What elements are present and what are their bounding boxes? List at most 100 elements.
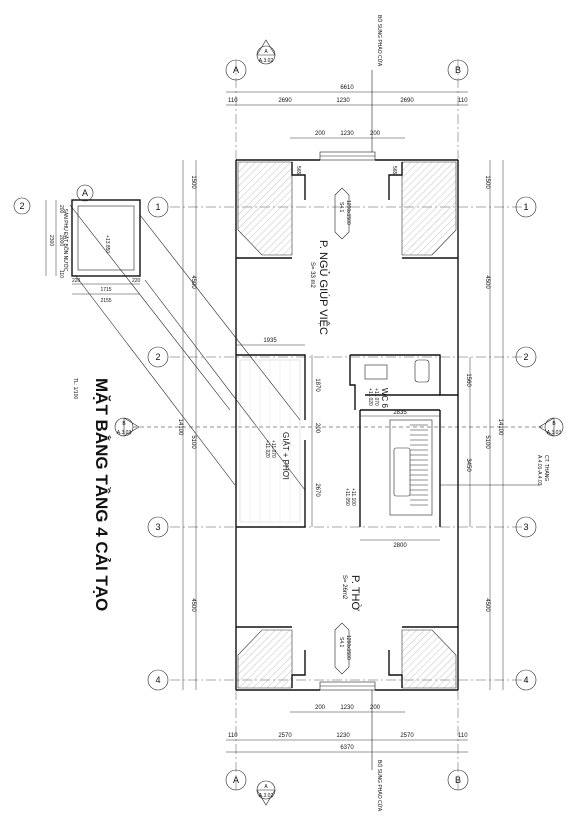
svg-text:1560: 1560	[465, 373, 471, 387]
svg-text:4: 4	[523, 675, 528, 685]
svg-text:200: 200	[58, 205, 64, 214]
svg-text:A: A	[82, 188, 88, 198]
grid-bubble-a-top: A	[225, 59, 247, 81]
svg-text:SÀN PHỤ ĐẶT BỒN NƯỚC: SÀN PHỤ ĐẶT BỒN NƯỚC	[62, 209, 69, 272]
grid-bubble-4-left: 4	[147, 669, 169, 691]
svg-text:2800: 2800	[393, 543, 407, 549]
svg-text:2: 2	[19, 201, 24, 211]
svg-text:2690: 2690	[400, 98, 414, 104]
svg-text:2155: 2155	[100, 298, 111, 304]
svg-text:2570: 2570	[278, 733, 292, 739]
svg-text:A.3.02: A.3.02	[259, 58, 274, 64]
svg-text:3: 3	[155, 522, 160, 532]
grid-bubble-a-bottom: A	[225, 769, 247, 791]
window-tag-top: S4.1 1200x1500	[334, 187, 351, 240]
svg-text:A.3.02: A.3.02	[259, 793, 274, 799]
svg-text:2835: 2835	[393, 410, 407, 416]
svg-text:1870: 1870	[314, 378, 320, 392]
room-maid: P. NGỦ GIÚP VIỆC S= 33 m2	[309, 240, 330, 335]
svg-text:14100: 14100	[177, 419, 183, 436]
svg-text:1230: 1230	[340, 705, 354, 711]
svg-text:200: 200	[315, 131, 326, 137]
svg-text:+11.020: +11.020	[264, 440, 270, 458]
svg-text:A: A	[264, 784, 268, 790]
svg-text:6370: 6370	[340, 745, 354, 751]
svg-text:+11.070: +11.070	[373, 388, 379, 406]
dimensions-bottom: 200 1230 200 110 2570 1230 2570 110 6370…	[226, 690, 468, 812]
section-marker-a-top: A A.3.02	[256, 39, 276, 65]
svg-text:200: 200	[370, 131, 381, 137]
room-laundry: GIẶT + PHƠI +11.070 +11.020	[264, 432, 290, 480]
svg-text:+11.020: +11.020	[367, 388, 373, 406]
grid-bubble-b-bottom: B	[447, 769, 469, 791]
grid-bubble-3-right: 3	[515, 516, 537, 538]
svg-text:1500: 1500	[484, 175, 490, 189]
grid-bubble-b-top: B	[447, 59, 469, 81]
grid-lines	[170, 60, 530, 790]
grid-bubble-4-right: 4	[515, 669, 537, 691]
outer-walls	[235, 159, 459, 691]
svg-text:220: 220	[72, 278, 81, 284]
svg-text:200: 200	[370, 705, 381, 711]
svg-text:B: B	[552, 421, 556, 427]
svg-text:5100: 5100	[484, 435, 490, 449]
wc-fixtures	[364, 359, 430, 383]
dimensions-top: 6610 110 2690 1230 2690 110 200 1230 200…	[226, 15, 468, 175]
svg-text:1: 1	[523, 202, 528, 212]
grid-bubble-1-right: 1	[515, 196, 537, 218]
svg-text:S= 33 m2: S= 33 m2	[309, 262, 315, 289]
svg-text:2690: 2690	[278, 98, 292, 104]
svg-text:565: 565	[295, 166, 301, 175]
svg-text:220: 220	[132, 278, 141, 284]
svg-text:+11.050: +11.050	[344, 488, 350, 506]
svg-text:110: 110	[58, 270, 64, 278]
svg-text:S= 26m2: S= 26m2	[341, 575, 347, 600]
svg-text:1230: 1230	[340, 131, 354, 137]
svg-text:2000: 2000	[58, 235, 64, 246]
svg-text:110: 110	[228, 733, 238, 739]
balcony-bottom-left	[237, 629, 293, 689]
svg-text:4500: 4500	[190, 598, 196, 612]
svg-text:WC 6: WC 6	[380, 388, 389, 409]
svg-text:TL: 1/100: TL: 1/100	[72, 378, 78, 399]
svg-text:2300: 2300	[48, 235, 54, 246]
svg-text:5100: 5100	[190, 435, 196, 449]
svg-text:1230: 1230	[336, 98, 350, 104]
room-stair-levels: +11.100 +11.050	[344, 488, 356, 506]
svg-text:BỔ SUNG PHÁO CỬA: BỔ SUNG PHÁO CỬA	[376, 760, 383, 812]
room-worship: P. THỜ S= 26m2	[341, 575, 362, 611]
svg-text:4500: 4500	[190, 275, 196, 289]
svg-text:1200x1500: 1200x1500	[345, 200, 351, 225]
dimensions-left: 1500 4500 5100 4500 14100	[177, 160, 197, 690]
svg-text:B: B	[455, 775, 461, 785]
svg-text:3: 3	[523, 522, 528, 532]
svg-text:A.3.03: A.3.03	[547, 430, 562, 436]
grid-bubble-3-left: 3	[147, 516, 169, 538]
svg-text:P. THỜ: P. THỜ	[349, 575, 362, 611]
svg-text:200: 200	[315, 705, 326, 711]
grid-bubble-2-left: 2	[147, 346, 169, 368]
svg-text:P. NGỦ GIÚP VIỆC: P. NGỦ GIÚP VIỆC	[317, 240, 330, 335]
svg-text:+13.850: +13.850	[104, 235, 110, 253]
balcony-bottom-right	[401, 629, 457, 689]
section-marker-a-bottom: A A.3.02	[256, 780, 276, 806]
svg-text:565: 565	[391, 166, 397, 175]
balcony-top-right	[401, 161, 457, 256]
svg-text:1200x1500: 1200x1500	[345, 635, 351, 660]
svg-text:GIẶT + PHƠI: GIẶT + PHƠI	[281, 432, 290, 480]
svg-text:6610: 6610	[340, 85, 354, 91]
svg-text:MẶT BẰNG TẦNG 4 CẢI TẠO: MẶT BẰNG TẦNG 4 CẢI TẠO	[92, 378, 111, 611]
svg-text:2: 2	[523, 352, 528, 362]
svg-text:3450: 3450	[465, 458, 471, 472]
svg-text:2: 2	[155, 352, 160, 362]
svg-text:4: 4	[155, 675, 160, 685]
svg-text:4500: 4500	[484, 598, 490, 612]
svg-text:S4.1: S4.1	[338, 637, 344, 648]
svg-text:S4.1: S4.1	[338, 202, 344, 213]
svg-text:1500: 1500	[190, 175, 196, 189]
svg-text:BỔ SUNG PHÁO CỬA: BỔ SUNG PHÁO CỬA	[376, 15, 383, 67]
svg-text:4500: 4500	[484, 275, 490, 289]
svg-text:+11.070: +11.070	[270, 440, 276, 458]
svg-text:110: 110	[458, 733, 468, 739]
